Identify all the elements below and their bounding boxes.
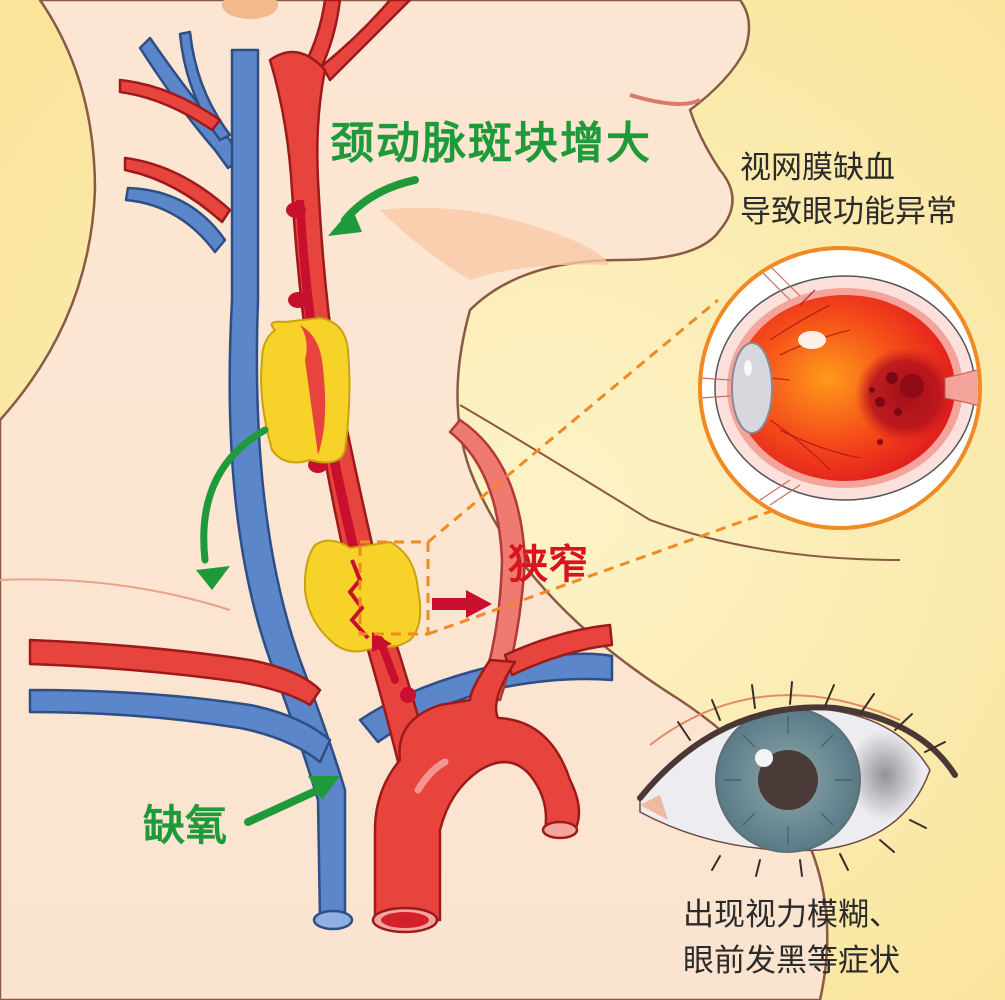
plaque-migration-arrow-icon xyxy=(196,426,269,590)
symptoms-label-line2: 眼前发黑等症状 xyxy=(683,943,900,979)
retina-label-line1: 视网膜缺血 xyxy=(740,150,895,186)
plaque-enlarged-label: 颈动脉斑块增大 xyxy=(330,118,652,169)
plaque-upper xyxy=(260,316,351,464)
stenosis-label: 狭窄 xyxy=(508,542,588,588)
plaque-lower xyxy=(303,539,422,653)
hypoxia-arrow-icon xyxy=(244,776,340,826)
symptoms-label: 出现视力模糊、 眼前发黑等症状 xyxy=(683,892,900,984)
external-eye xyxy=(637,681,958,877)
hypoxia-label: 缺氧 xyxy=(143,801,228,850)
callout-box xyxy=(358,298,781,636)
plaque-arrow-icon xyxy=(328,176,419,236)
retina-cross-section xyxy=(698,246,982,530)
carotid-artery xyxy=(28,0,614,934)
symptoms-label-line1: 出现视力模糊、 xyxy=(683,897,900,933)
retina-label-line2: 导致眼功能异常 xyxy=(740,194,957,230)
stenosis-arrow-icon xyxy=(432,590,492,618)
retina-ischemia-label: 视网膜缺血 导致眼功能异常 xyxy=(740,146,957,234)
jugular-vein xyxy=(28,30,614,931)
